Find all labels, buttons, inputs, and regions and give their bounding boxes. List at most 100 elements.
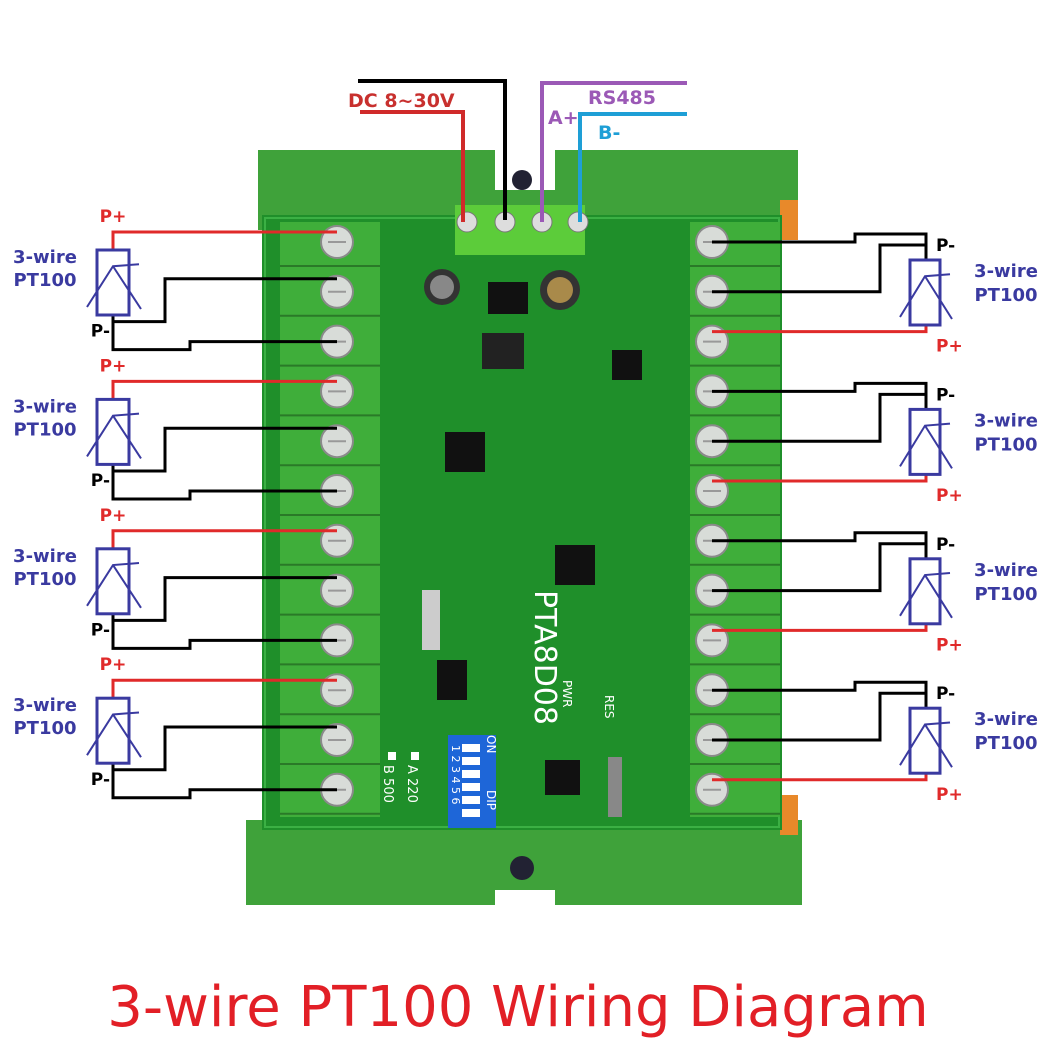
inductor (482, 333, 524, 369)
sensor-label-line2: PT100 (13, 419, 76, 440)
sensor-label-line1: 3-wire (13, 247, 77, 268)
p-plus-label: P+ (936, 337, 963, 357)
board-model: PTA8D08 (527, 590, 562, 725)
baud-a-label: A 220 (404, 765, 419, 803)
p-plus-label: P+ (100, 207, 127, 227)
wire-rs485-a (540, 81, 687, 222)
sensor-label-line2: PT100 (13, 718, 76, 739)
wire-p-minus-2 (712, 392, 926, 443)
p-minus-label: P- (936, 236, 955, 256)
mount-hole (510, 856, 534, 880)
wire-power-negative (358, 79, 507, 220)
p-minus-label: P- (936, 684, 955, 704)
dip-numbers: 1 2 3 4 5 6 (449, 745, 462, 804)
rs485-a-label: A+ (548, 107, 579, 129)
din-clip (780, 200, 798, 240)
wire-rs485-b (578, 112, 687, 222)
power-label: DC 8~30V (348, 90, 455, 112)
power-rs485-terminal-block (455, 205, 585, 255)
wire-p-plus (111, 379, 337, 400)
sensor-label-line2: PT100 (974, 285, 1037, 306)
dip-label: DIP (484, 790, 498, 810)
dip-switch-lever[interactable] (462, 783, 480, 791)
p-minus-label: P- (91, 620, 110, 640)
wire-p-minus-2 (111, 471, 337, 501)
ic-chip (488, 282, 528, 314)
sensor-label-line2: PT100 (974, 434, 1037, 455)
ic-chip (545, 760, 580, 795)
dip-switch-lever[interactable] (462, 744, 480, 752)
p-plus-label: P+ (100, 506, 127, 526)
wire-p-minus (111, 725, 337, 772)
p-minus-label: P- (91, 322, 110, 342)
terminal-screw[interactable] (456, 211, 478, 233)
wire-p-minus-2 (111, 321, 337, 352)
p-plus-label: P+ (100, 655, 127, 675)
sensor-label-line1: 3-wire (974, 410, 1038, 431)
wire-p-plus (712, 623, 928, 632)
p-minus-label: P- (91, 770, 110, 790)
wire-p-minus (712, 381, 928, 410)
sensor-label-line1: 3-wire (13, 546, 77, 567)
p-plus-label: P+ (936, 635, 963, 655)
sensor-label-line1: 3-wire (974, 560, 1038, 581)
wire-p-minus (712, 531, 928, 559)
res-header (608, 757, 622, 817)
wire-p-minus (111, 576, 337, 622)
wire-p-plus (712, 474, 928, 483)
ic-chip (555, 545, 595, 585)
diagram-title: 3-wire PT100 Wiring Diagram (107, 975, 929, 1040)
wire-p-plus (712, 773, 928, 782)
res-label: RES (602, 695, 616, 719)
sensor-label-line2: PT100 (13, 270, 76, 291)
wire-p-minus-2 (111, 769, 337, 800)
din-clip (780, 795, 798, 835)
dip-on-label: ON (484, 735, 498, 753)
sensor-label-line2: PT100 (13, 569, 76, 590)
dip-switch-lever[interactable] (462, 757, 480, 765)
sensor-label-line2: PT100 (974, 584, 1037, 605)
wire-p-minus-2 (712, 542, 926, 593)
p-minus-label: P- (91, 471, 110, 491)
wire-p-plus (111, 230, 337, 250)
wire-p-plus (111, 678, 337, 699)
baud-b-label: B 500 (380, 765, 395, 803)
led-header (422, 590, 440, 650)
rs485-label: RS485 (588, 87, 656, 109)
sensor-label-line1: 3-wire (974, 709, 1038, 730)
terminal-strip (690, 222, 780, 817)
wire-p-plus (712, 325, 928, 334)
wire-p-minus-2 (111, 620, 337, 650)
dip-switch-lever[interactable] (462, 770, 480, 778)
terminal-strip (280, 222, 380, 817)
p-plus-label: P+ (100, 356, 127, 376)
dip-switch-lever[interactable] (462, 796, 480, 804)
p-minus-label: P- (936, 535, 955, 555)
wire-p-minus (712, 232, 928, 260)
dip-switch-lever[interactable] (462, 809, 480, 817)
sensor-label-line1: 3-wire (974, 261, 1038, 282)
sensor-label-line1: 3-wire (13, 396, 77, 417)
p-plus-label: P+ (936, 785, 963, 805)
sensor-label-line2: PT100 (974, 733, 1037, 754)
wire-power-positive (360, 110, 465, 222)
wire-p-minus-2 (712, 243, 926, 294)
ic-chip (612, 350, 642, 380)
wire-p-minus (111, 277, 337, 324)
wire-p-minus (111, 426, 337, 473)
p-minus-label: P- (936, 385, 955, 405)
wire-p-plus (111, 529, 337, 549)
pwr-label: PWR (560, 680, 574, 707)
ic-chip (445, 432, 485, 472)
ic-chip (437, 660, 467, 700)
p-plus-label: P+ (936, 486, 963, 506)
